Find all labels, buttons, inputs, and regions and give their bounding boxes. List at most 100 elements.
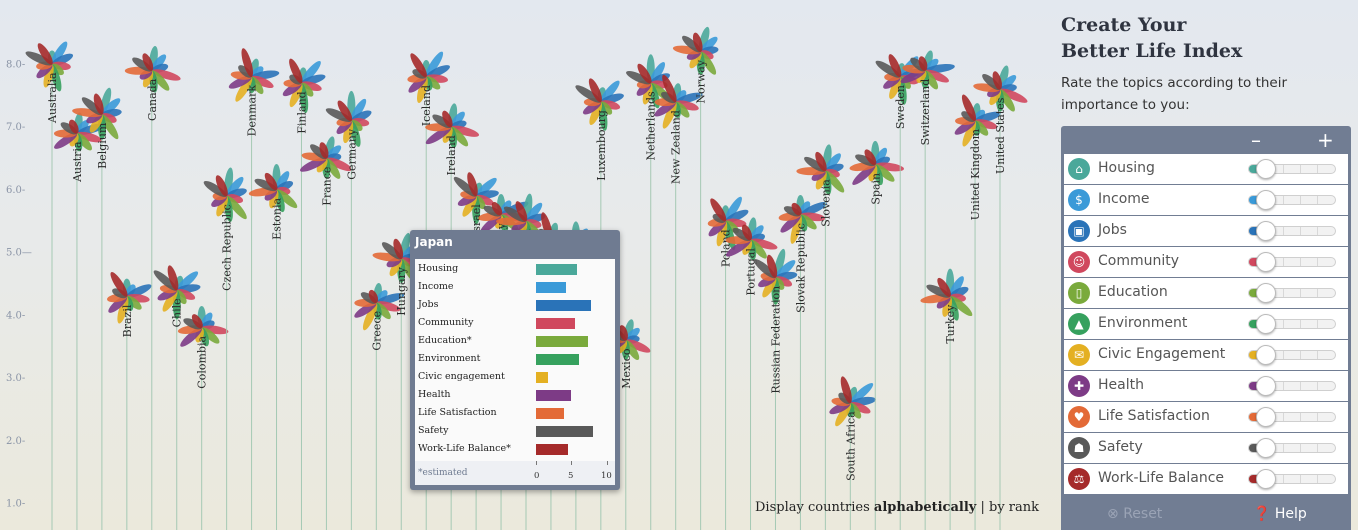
- slider-knob[interactable]: [1255, 221, 1276, 241]
- country-label: Slovenia: [819, 179, 832, 227]
- topic-slider[interactable]: [1248, 159, 1336, 179]
- slider-segment: [1283, 382, 1284, 390]
- topic-slider[interactable]: [1248, 469, 1336, 489]
- slider-knob[interactable]: [1255, 190, 1276, 210]
- country-flower[interactable]: Hungary: [372, 232, 421, 530]
- flower-petal: [662, 102, 677, 129]
- country-label: Turkey: [944, 304, 957, 344]
- country-flower[interactable]: Iceland: [406, 50, 451, 530]
- envelope-icon: ✉: [1068, 344, 1090, 366]
- flower-petal: [153, 270, 178, 291]
- alphabetically-link[interactable]: alphabetically: [873, 500, 977, 515]
- topic-slider[interactable]: [1248, 376, 1336, 396]
- country-flower[interactable]: Greece: [352, 283, 405, 530]
- country-flower[interactable]: Netherlands: [625, 54, 677, 530]
- country-flower[interactable]: Chile: [151, 264, 201, 530]
- country-flower[interactable]: Slovenia: [796, 144, 846, 530]
- country-label: Canada: [146, 78, 159, 121]
- slider-knob[interactable]: [1255, 345, 1276, 365]
- country-label: Luxembourg: [595, 110, 608, 181]
- country-flower[interactable]: Israel: [451, 171, 499, 530]
- flower-petal: [393, 238, 404, 260]
- topic-slider[interactable]: [1248, 221, 1336, 241]
- country-flower[interactable]: Denmark: [227, 47, 280, 530]
- country-flower[interactable]: Spain: [849, 140, 905, 530]
- slider-knob[interactable]: [1255, 407, 1276, 427]
- tooltip-row-label: Education*: [418, 335, 472, 346]
- flower-petal: [835, 403, 852, 427]
- slider-knob[interactable]: [1255, 159, 1276, 179]
- country-flower[interactable]: Turkey: [920, 268, 975, 530]
- flower-petal: [515, 201, 528, 222]
- flower-petal: [750, 238, 778, 250]
- topic-slider[interactable]: [1248, 407, 1336, 427]
- y-tick-label: 7.0-: [6, 122, 25, 133]
- help-label: Help: [1274, 506, 1307, 522]
- flower-petal: [588, 78, 602, 103]
- flower-petal: [888, 54, 902, 78]
- country-flower[interactable]: Brazil: [106, 270, 153, 530]
- increase-all-button[interactable]: +: [1317, 128, 1334, 152]
- country-flower[interactable]: Russian Federation: [752, 248, 798, 530]
- country-flower[interactable]: Finland: [281, 57, 327, 530]
- topic-slider[interactable]: [1248, 314, 1336, 334]
- flower-petal: [326, 157, 353, 172]
- display-order-toggle: Display countries alphabetically | by ra…: [755, 500, 1039, 515]
- topic-slider[interactable]: [1248, 283, 1336, 303]
- flower-petal: [251, 75, 274, 89]
- flower-petal: [117, 296, 129, 324]
- flower-petal: [176, 271, 199, 291]
- flower-petal: [600, 80, 620, 103]
- topic-slider[interactable]: [1248, 438, 1336, 458]
- slider-knob[interactable]: [1255, 376, 1276, 396]
- country-flower[interactable]: Canada: [124, 45, 182, 530]
- flower-petal: [852, 164, 876, 185]
- by-rank-link[interactable]: by rank: [989, 500, 1040, 515]
- decrease-all-button[interactable]: –: [1251, 128, 1261, 152]
- scale-icon: ⚖: [1068, 468, 1090, 490]
- country-flower[interactable]: Belgium: [72, 87, 123, 530]
- topic-slider[interactable]: [1248, 190, 1336, 210]
- country-flower[interactable]: United States: [973, 64, 1029, 530]
- y-tick-label: 6.0-: [6, 185, 25, 196]
- flower-petal: [918, 56, 928, 71]
- country-flower[interactable]: Australia: [24, 40, 75, 530]
- country-flower[interactable]: Slovak Republic: [778, 195, 828, 530]
- slider-knob[interactable]: [1255, 469, 1276, 489]
- topic-label: Housing: [1098, 160, 1155, 176]
- country-flower[interactable]: Germany: [324, 90, 373, 530]
- axis-tick: [571, 461, 572, 465]
- book-icon: ▯: [1068, 282, 1090, 304]
- reset-button[interactable]: ⊗ Reset: [1107, 506, 1162, 522]
- country-flower[interactable]: Poland: [706, 195, 750, 530]
- country-label: France: [320, 167, 333, 206]
- topic-slider[interactable]: [1248, 252, 1336, 272]
- country-flower[interactable]: South Africa: [828, 375, 877, 530]
- slider-knob[interactable]: [1255, 438, 1276, 458]
- help-button[interactable]: ❓ Help: [1253, 506, 1307, 522]
- country-flower[interactable]: France: [298, 135, 353, 530]
- topic-row: ⚖Work-Life Balance: [1064, 464, 1348, 494]
- country-label: Germany: [345, 128, 358, 180]
- country-flower[interactable]: New Zealand: [653, 73, 704, 530]
- country-flower[interactable]: Colombia: [177, 305, 229, 530]
- country-flower[interactable]: Switzerland: [899, 49, 955, 530]
- tooltip-row-label: Work-Life Balance*: [418, 443, 511, 454]
- slider-segment: [1300, 382, 1301, 390]
- slider-knob[interactable]: [1255, 283, 1276, 303]
- country-flower[interactable]: Czech Republic: [202, 167, 250, 530]
- tooltip-row-label: Civic engagement: [418, 371, 505, 382]
- flower-petal: [716, 221, 728, 247]
- topic-label: Jobs: [1098, 222, 1127, 238]
- country-flower[interactable]: United Kingdom: [953, 93, 1002, 530]
- topic-slider[interactable]: [1248, 345, 1336, 365]
- country-flower[interactable]: Sweden: [874, 53, 924, 530]
- flower-petal: [962, 120, 977, 147]
- tooltip-row-bar: [536, 444, 568, 455]
- flower-petal: [167, 265, 179, 291]
- country-flower[interactable]: Norway: [672, 26, 719, 530]
- slider-knob[interactable]: [1255, 314, 1276, 334]
- country-flower[interactable]: Estonia: [248, 163, 299, 530]
- country-flower[interactable]: Austria: [52, 112, 107, 530]
- slider-knob[interactable]: [1255, 252, 1276, 272]
